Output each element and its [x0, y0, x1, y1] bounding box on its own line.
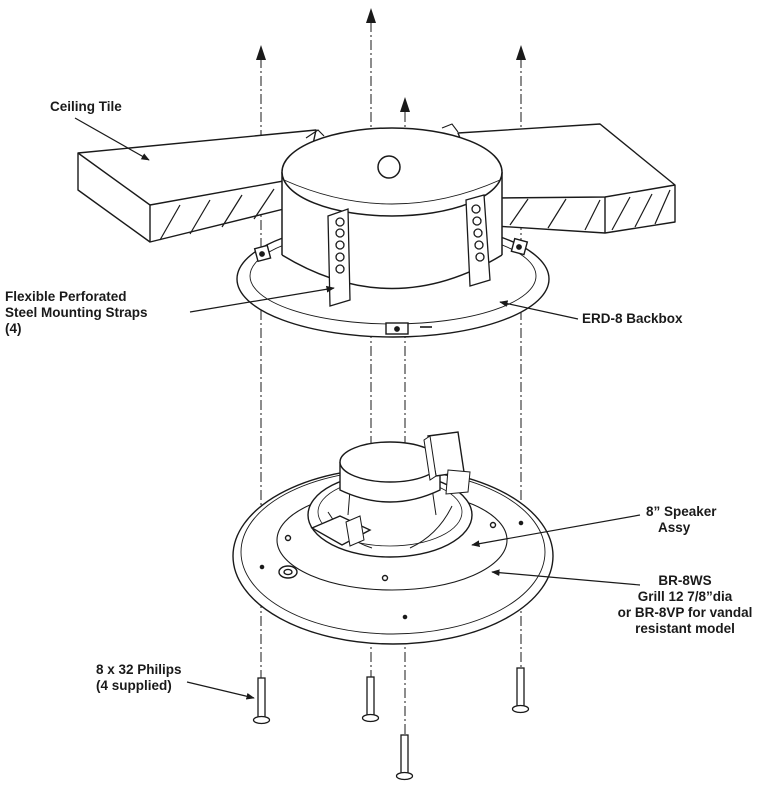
label-line: 8” Speaker	[646, 504, 717, 519]
mounting-strap-right	[465, 194, 491, 287]
leader-straps	[189, 285, 335, 313]
screw	[511, 667, 530, 714]
label-backbox: ERD-8 Backbox	[582, 311, 683, 326]
grill-screw	[381, 574, 389, 582]
leader-speaker	[471, 514, 641, 547]
ceiling-tile-hatch	[159, 183, 671, 241]
leader-screws	[186, 681, 255, 700]
label-line: resistant model	[635, 621, 735, 636]
label-line: BR-8WS	[658, 573, 712, 588]
label-line: Flexible Perforated	[5, 289, 127, 304]
grill-screw	[284, 534, 292, 542]
label-mounting-straps: Flexible Perforated Steel Mounting Strap…	[5, 289, 148, 337]
label-line: Grill 12 7/8”dia	[637, 589, 733, 604]
label-line: or BR-8VP for vandal	[617, 605, 753, 620]
leader-grill	[491, 569, 641, 586]
label-ceiling-tile: Ceiling Tile	[50, 99, 122, 114]
arrow-up-icon	[366, 8, 376, 23]
label-screws: 8 x 32 Philips (4 supplied)	[96, 662, 182, 694]
label-line: 8 x 32 Philips	[96, 662, 182, 677]
label-line: Assy	[658, 520, 691, 535]
screw	[361, 676, 380, 723]
arrow-up-icon	[516, 45, 526, 60]
arrow-up-icon	[256, 45, 266, 60]
label-speaker-assy: 8” Speaker Assy	[646, 504, 717, 536]
label-line: (4)	[5, 321, 22, 336]
grill-screw	[489, 521, 497, 529]
axis-arrowheads	[256, 8, 526, 112]
mounting-strap-left	[327, 208, 351, 307]
leader-backbox	[499, 300, 579, 320]
screw	[395, 734, 414, 781]
philips-screws	[252, 667, 530, 781]
screw	[252, 677, 271, 725]
leader-lines	[74, 117, 641, 700]
arrow-up-icon	[400, 97, 410, 112]
label-grill: BR-8WS Grill 12 7/8”dia or BR-8VP for va…	[610, 573, 760, 637]
ceiling-tile	[77, 123, 676, 243]
knockout-hole	[377, 155, 401, 179]
leader-ceiling-tile	[74, 117, 150, 161]
label-line: (4 supplied)	[96, 678, 172, 693]
speaker-assy	[307, 431, 473, 558]
label-line: Steel Mounting Straps	[5, 305, 148, 320]
